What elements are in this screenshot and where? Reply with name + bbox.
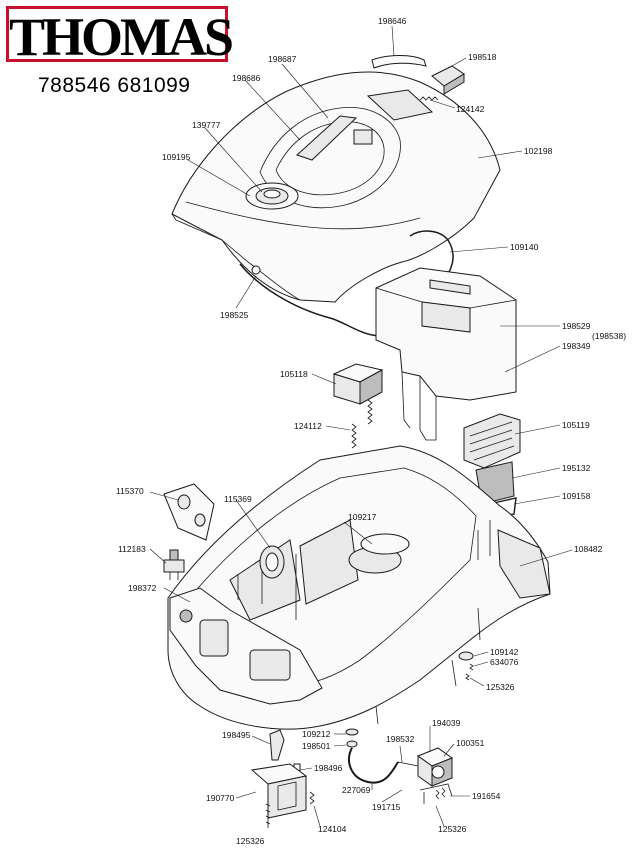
- part-label: 105118: [280, 369, 308, 379]
- part-label: 109212: [302, 729, 331, 739]
- part-label: 109195: [162, 152, 191, 162]
- part-label: 198532: [386, 734, 415, 744]
- part-label: 198496: [314, 763, 343, 773]
- part-labels: 198646 198518 198687 198686 124142 13977…: [116, 16, 626, 846]
- thomas-logo: THOMAS: [6, 6, 234, 67]
- leader-lines: [149, 25, 573, 827]
- switch: [163, 549, 185, 580]
- part-label: (198538): [592, 331, 626, 341]
- part-label: 109140: [510, 242, 539, 252]
- part-label: 198529: [562, 321, 591, 331]
- pump-assembly: [250, 728, 454, 828]
- spring-b: [351, 423, 357, 449]
- part-label: 191654: [472, 791, 501, 801]
- brand-name: THOMAS: [9, 7, 234, 67]
- latch-spring: [419, 96, 439, 101]
- part-label: 109217: [348, 512, 377, 522]
- part-label: 125326: [438, 824, 467, 834]
- part-label: 227069: [342, 785, 371, 795]
- carry-handle: [371, 55, 427, 69]
- part-label: 198518: [468, 52, 497, 62]
- part-label: 190770: [206, 793, 235, 803]
- outlet-grille: [463, 413, 521, 469]
- part-label: 109158: [562, 491, 591, 501]
- spring-a: [367, 399, 373, 425]
- part-label: 191715: [372, 802, 401, 812]
- part-label: 124104: [318, 824, 347, 834]
- small-fittings-right: [458, 651, 474, 681]
- part-label: 139777: [192, 120, 221, 130]
- part-label: 198501: [302, 741, 331, 751]
- part-label: 115369: [224, 494, 252, 504]
- part-label: 102198: [524, 146, 553, 156]
- part-label: 198525: [220, 310, 249, 320]
- part-label: 125326: [236, 836, 265, 846]
- part-label: 198686: [232, 73, 261, 83]
- side-part: [163, 483, 215, 541]
- part-label: 198687: [268, 54, 297, 64]
- part-label: 198646: [378, 16, 407, 26]
- water-tank: [375, 267, 517, 441]
- base-housing: [167, 445, 551, 730]
- part-label: 194039: [432, 718, 461, 728]
- part-label: 124112: [294, 421, 322, 431]
- part-label: 115370: [116, 486, 144, 496]
- part-label: 198372: [128, 583, 157, 593]
- part-label: 112183: [118, 544, 146, 554]
- filter-block: [332, 363, 384, 405]
- model-numbers: 788546 681099: [38, 74, 191, 97]
- part-label: 634076: [490, 657, 519, 667]
- part-label: 100351: [456, 738, 485, 748]
- part-label: 125326: [486, 682, 515, 692]
- part-label: 198495: [222, 730, 251, 740]
- part-label: 124142: [456, 104, 485, 114]
- part-label: 105119: [562, 420, 590, 430]
- part-label: 195132: [562, 463, 591, 473]
- part-label: 198349: [562, 341, 591, 351]
- latch-button: [431, 65, 465, 95]
- part-label: 108482: [574, 544, 603, 554]
- part-label: 109142: [490, 647, 519, 657]
